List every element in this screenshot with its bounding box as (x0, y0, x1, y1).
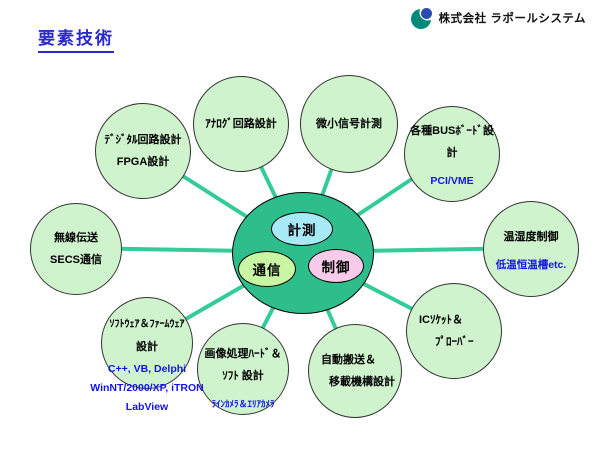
bubble-label: 微小信号計測 (316, 118, 382, 130)
bubble-label: FPGA設計 (116, 156, 170, 168)
bubble-sublabel: PCI/VME (430, 174, 474, 187)
company-name: 株式会社 ラポールシステム (438, 13, 586, 25)
bubble-auto-transfer: 自動搬送＆ 移載機構設計 (308, 324, 402, 418)
bubble-label: ｿﾌﾄｳｪｱ＆ﾌｧｰﾑｳｪｱ (109, 319, 185, 330)
bubble-label: ICｿｹｯﾄ＆ (419, 314, 463, 326)
bubble-analog-circuit: ｱﾅﾛｸﾞ回路設計 (193, 76, 289, 172)
bubble-label: 画像処理ﾊｰﾄﾞ＆ (204, 348, 282, 360)
bubble-label: 移載機構設計 (329, 376, 395, 388)
bubble-label: ﾃﾞｼﾞﾀﾙ回路設計 (104, 134, 182, 146)
bubble-ic-socket: ICｿｹｯﾄ＆ ﾌﾟﾛｰﾊﾞｰ (406, 283, 502, 379)
bubble-bus-board: 各種BUSﾎﾞｰﾄﾞ設計 PCI/VME (404, 106, 500, 202)
bubble-temp-humidity: 温湿度制御 低温恒温槽etc. (483, 201, 579, 297)
bubble-sublist: C++, VB, Delphi WinNT/2000/XP, iTRON Lab… (57, 360, 237, 417)
bubble-software-firmware: ｿﾌﾄｳｪｱ＆ﾌｧｰﾑｳｪｱ 設計 C++, VB, Delphi WinNT/… (90, 297, 204, 413)
bubble-label: 自動搬送＆ (321, 354, 376, 366)
bubble-label: SECS通信 (50, 254, 102, 266)
bubble-label: ﾌﾟﾛｰﾊﾞｰ (435, 336, 474, 348)
bubble-digital-circuit: ﾃﾞｼﾞﾀﾙ回路設計 FPGA設計 (95, 103, 191, 199)
bubble-label: 各種BUSﾎﾞｰﾄﾞ設計 (410, 124, 494, 159)
company-logo: 株式会社 ラポールシステム (410, 6, 586, 30)
hub-circle: 計測 通信 制御 (232, 192, 374, 314)
bubble-image-processing: 画像処理ﾊｰﾄﾞ＆ ｿﾌﾄ 設計 ﾗｲﾝｶﾒﾗ＆ｴﾘｱｶﾒﾗ (197, 323, 289, 415)
bubble-sublabel: LabView (125, 401, 169, 413)
hub-node-label: 通信 (252, 263, 282, 278)
logo-mark-icon (410, 6, 434, 29)
bubble-label: 無線伝送 (54, 232, 98, 244)
hub-node-seigyo: 制御 (308, 249, 364, 283)
bubble-label: ｱﾅﾛｸﾞ回路設計 (205, 118, 277, 130)
bubble-sublabel: C++, VB, Delphi (107, 363, 187, 375)
page-title: 要素技術 (38, 24, 114, 53)
bubble-wireless: 無線伝送 SECS通信 (30, 203, 122, 295)
hub-node-label: 計測 (287, 223, 317, 238)
bubble-sublabel: 低温恒温槽etc. (495, 258, 567, 271)
bubble-sublabel: ﾗｲﾝｶﾒﾗ＆ｴﾘｱｶﾒﾗ (211, 399, 275, 409)
hub-node-keisoku: 計測 (271, 212, 333, 246)
bubble-sublabel: WinNT/2000/XP, iTRON (90, 382, 204, 394)
bubble-label: 設計 (136, 341, 158, 353)
hub-node-label: 制御 (321, 260, 351, 275)
hub-node-tsushin: 通信 (238, 251, 296, 287)
bubble-label: ｿﾌﾄ 設計 (222, 370, 264, 382)
bubble-micro-signal: 微小信号計測 (300, 75, 398, 173)
bubble-label: 温湿度制御 (503, 230, 559, 243)
